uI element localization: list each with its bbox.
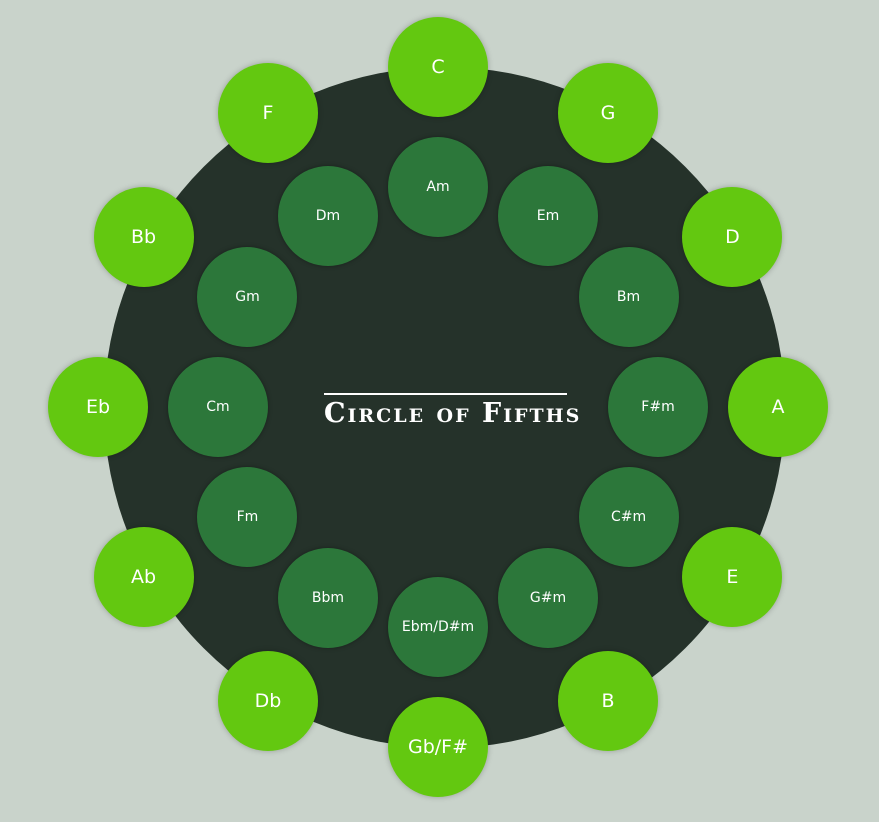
minor-key-cm[interactable]: Cm: [168, 357, 268, 457]
minor-key-fm[interactable]: Fm: [197, 467, 298, 567]
major-key-g[interactable]: G: [558, 62, 658, 163]
major-key-e[interactable]: E: [682, 527, 783, 627]
minor-key-bm[interactable]: Bm: [578, 247, 679, 347]
minor-key-bbm[interactable]: Bbm: [278, 547, 378, 648]
major-key-b[interactable]: B: [558, 651, 658, 752]
major-key-c[interactable]: C: [388, 17, 488, 117]
major-key-gb-fsharp[interactable]: Gb/F#: [388, 697, 488, 797]
minor-key-ebm-dsharpm[interactable]: Ebm/D#m: [388, 577, 488, 677]
major-key-a[interactable]: A: [728, 357, 828, 457]
major-key-bb[interactable]: Bb: [93, 187, 194, 287]
major-key-db[interactable]: Db: [218, 651, 318, 752]
minor-key-dm[interactable]: Dm: [278, 166, 378, 267]
minor-key-am[interactable]: Am: [388, 137, 488, 237]
minor-key-gm[interactable]: Gm: [197, 247, 298, 347]
minor-key-csharpm[interactable]: C#m: [578, 467, 679, 567]
major-key-f[interactable]: F: [218, 62, 318, 163]
major-key-d[interactable]: D: [682, 187, 783, 287]
major-key-eb[interactable]: Eb: [48, 357, 148, 457]
diagram-title: Circle of Fifths: [324, 393, 579, 430]
minor-key-em[interactable]: Em: [498, 166, 598, 267]
major-key-ab[interactable]: Ab: [93, 527, 194, 627]
minor-key-gsharpm[interactable]: G#m: [498, 547, 598, 648]
minor-key-fsharpm[interactable]: F#m: [608, 357, 708, 457]
